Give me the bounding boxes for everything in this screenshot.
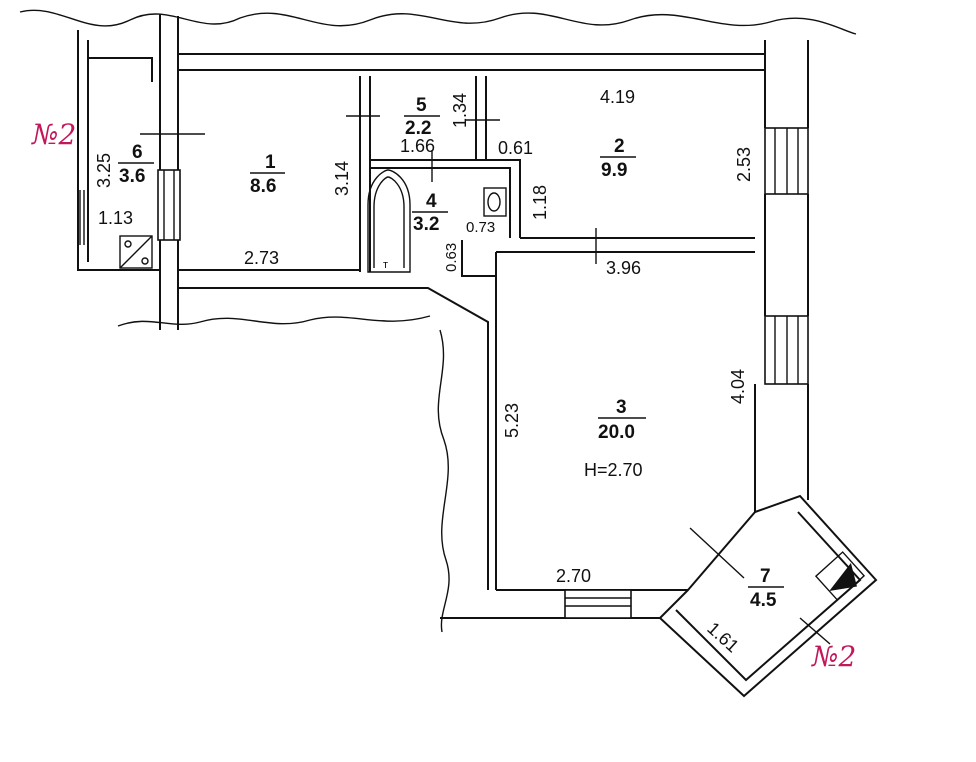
room-2-label: 2 9.9: [600, 136, 636, 181]
svg-text:4: 4: [426, 191, 437, 212]
room-6-label: 6 3.6: [118, 142, 154, 187]
dim-r2-height: 2.53: [734, 147, 754, 182]
dim-r3-left: 5.23: [502, 403, 522, 438]
stove-icon: [119, 235, 153, 269]
dim-r3-right: 4.04: [728, 369, 748, 404]
room-1-label: 1 8.6: [250, 152, 285, 197]
svg-text:3.6: 3.6: [119, 166, 145, 187]
bathtub-icon: [367, 169, 411, 273]
dim-r4-small: 0.73: [466, 219, 495, 236]
room-4-label: 4 3.2: [412, 191, 448, 235]
break-line-vertical: [437, 329, 450, 633]
svg-text:7: 7: [760, 566, 771, 587]
dim-r6-width: 1.13: [98, 208, 133, 228]
room-7-label: 7 4.5: [748, 566, 784, 611]
svg-text:3: 3: [616, 397, 627, 418]
dim-r4-right: 1.18: [530, 185, 550, 220]
dim-r2-width: 4.19: [600, 87, 635, 107]
svg-text:8.6: 8.6: [250, 176, 276, 197]
svg-text:20.0: 20.0: [598, 422, 635, 443]
room-5-label: 5 2.2: [404, 95, 440, 139]
svg-text:5: 5: [416, 95, 427, 116]
dim-r4-width: 1.66: [400, 136, 435, 156]
dim-r1-width: 2.73: [244, 248, 279, 268]
fixtures: т: [119, 169, 866, 601]
dim-r7-side: 1.61: [703, 618, 742, 656]
svg-text:1: 1: [265, 152, 276, 173]
svg-text:9.9: 9.9: [601, 160, 627, 181]
svg-text:2: 2: [614, 136, 625, 157]
dim-r1-height: 3.14: [332, 161, 352, 196]
dim-r2-notch: 0.61: [498, 138, 533, 158]
windows: [79, 127, 809, 619]
handwritten-note-left: №2: [31, 118, 76, 151]
dim-r3-bottom: 2.70: [556, 566, 591, 586]
ceiling-height: H=2.70: [584, 460, 643, 480]
svg-text:6: 6: [132, 142, 143, 163]
break-line-bottom: [117, 315, 431, 327]
room-3-label: 3 20.0: [598, 397, 646, 443]
bath-tap: т: [383, 259, 388, 271]
dim-r4-notch: 0.63: [443, 243, 460, 272]
svg-text:3.2: 3.2: [413, 214, 439, 235]
dim-r6-height: 3.25: [94, 153, 114, 188]
dim-r5-height: 1.34: [450, 93, 470, 128]
dimension-labels: 3.25 1.13 3.14 2.73 1.34 1.66 1.18 0.73 …: [94, 87, 754, 656]
handwritten-note-right: №2: [811, 640, 856, 673]
toilet-icon: [483, 187, 507, 217]
dim-r3-top: 3.96: [606, 258, 641, 278]
break-line-top: [19, 9, 857, 35]
svg-text:2.2: 2.2: [405, 118, 431, 139]
electric-panel-icon: [814, 551, 866, 601]
svg-text:4.5: 4.5: [750, 590, 777, 611]
door-marks: [140, 115, 831, 645]
